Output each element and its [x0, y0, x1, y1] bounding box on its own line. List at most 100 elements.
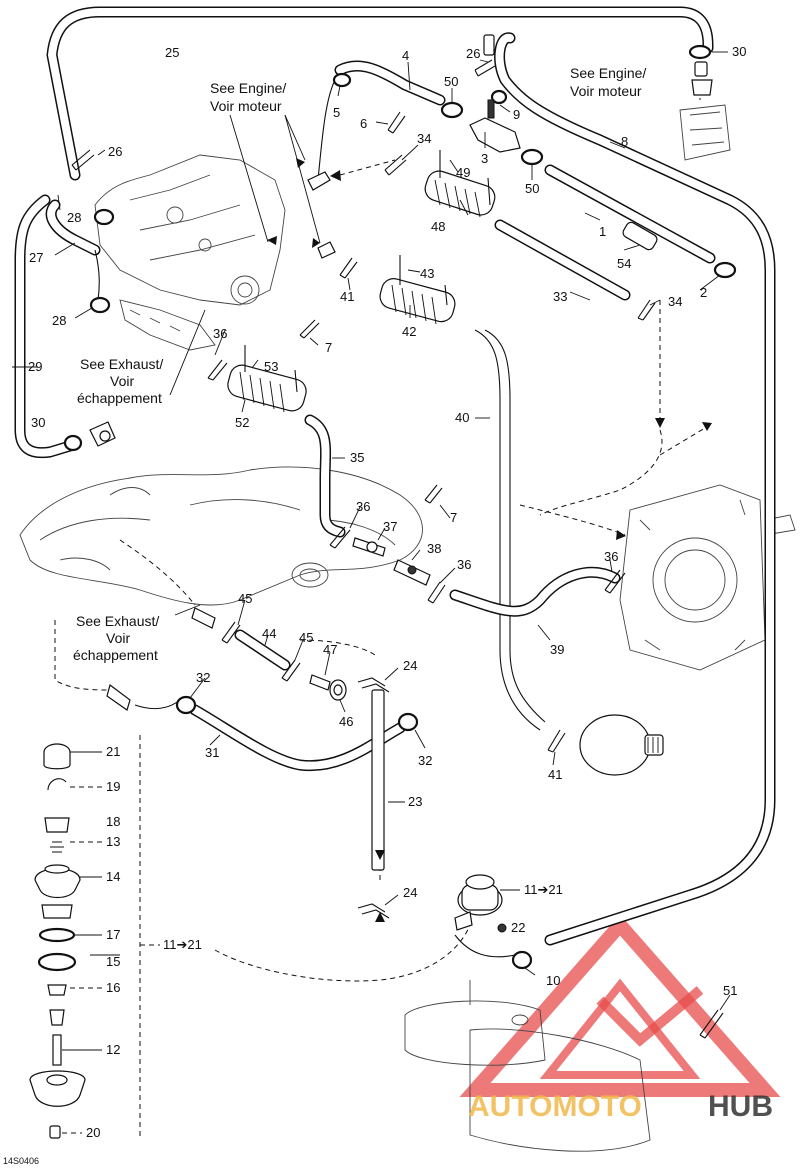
label-part-50: 50	[525, 181, 539, 196]
note-leaders	[169, 114, 321, 616]
fittings	[89, 34, 731, 711]
arrow-pointer-icon	[267, 236, 277, 245]
label-part-39: 39	[550, 642, 564, 657]
label-part-11-21: 11➔21	[524, 882, 563, 897]
label-part-25: 25	[165, 45, 179, 60]
label-part-28: 28	[52, 313, 66, 328]
label-part-8: 8	[621, 134, 628, 149]
clip-6	[387, 111, 406, 134]
clip-26-left	[71, 149, 95, 171]
label-part-24: 24	[403, 658, 417, 673]
part-20	[49, 1125, 61, 1139]
label-part-45: 45	[238, 591, 252, 606]
svg-text:Voir: Voir	[110, 373, 134, 389]
label-part-44: 44	[262, 626, 276, 641]
exhaust-manifold-outline	[19, 466, 423, 606]
arrow-left-icon	[330, 170, 341, 181]
arrow-pointer-icon	[312, 238, 320, 248]
label-part-41: 41	[548, 767, 562, 782]
label-part-13: 13	[106, 834, 120, 849]
clamp-5	[332, 72, 352, 88]
label-part-32: 32	[418, 753, 432, 768]
svg-text:échappement: échappement	[77, 390, 162, 406]
hose-31	[134, 699, 406, 772]
note-see-exhaust-lower: See Exhaust/ Voir échappement	[73, 613, 159, 663]
part-12	[52, 1034, 62, 1066]
clamp-10	[511, 950, 533, 970]
clip-7-mid	[424, 484, 443, 504]
cooler-52	[227, 345, 307, 413]
part-47	[309, 674, 331, 691]
label-part-32: 32	[196, 670, 210, 685]
label-part-30: 30	[732, 44, 746, 59]
clamp-50-top	[440, 101, 464, 119]
part-16	[47, 984, 67, 996]
hose-8	[494, 32, 776, 946]
label-part-50: 50	[444, 74, 458, 89]
clip-34-right	[637, 299, 656, 321]
label-part-12: 12	[106, 1042, 120, 1057]
hose-39	[449, 566, 621, 617]
part-19	[47, 778, 67, 791]
label-part-43: 43	[420, 266, 434, 281]
tee-fitting-3	[469, 117, 521, 153]
hose-27	[45, 199, 101, 301]
label-part-26: 26	[108, 144, 122, 159]
clip-41-top	[339, 257, 358, 279]
svg-text:Voir moteur: Voir moteur	[570, 83, 642, 99]
watermark-text: AUTOMOTO HUB	[468, 1090, 773, 1123]
exhaust-nipple	[106, 683, 131, 711]
flow-lines	[54, 80, 711, 1140]
clamp-32-left	[175, 695, 197, 715]
clamp-30-top	[688, 44, 712, 60]
leaders	[12, 51, 731, 1134]
cooler-48	[424, 150, 496, 218]
label-part-21: 21	[106, 744, 120, 759]
label-part-24: 24	[403, 885, 417, 900]
label-part-49: 49	[456, 165, 470, 180]
label-part-26: 26	[466, 46, 480, 61]
label-part-2: 2	[700, 285, 707, 300]
label-part-41: 41	[340, 289, 354, 304]
label-part-17: 17	[106, 927, 120, 942]
hose-10	[454, 934, 516, 958]
hose-35	[304, 414, 346, 538]
label-part-47: 47	[323, 642, 337, 657]
label-part-15: 15	[106, 954, 120, 969]
hose-1-33	[494, 164, 716, 301]
arrow-down-icon	[655, 418, 665, 428]
label-part-22: 22	[511, 920, 525, 935]
hose-44	[234, 629, 291, 671]
label-part-7: 7	[325, 340, 332, 355]
label-part-48: 48	[431, 219, 445, 234]
svg-text:See Exhaust/: See Exhaust/	[80, 356, 163, 372]
note-see-engine-right: See Engine/ Voir moteur	[570, 65, 646, 99]
svg-text:Voir: Voir	[106, 630, 130, 646]
engine-bracket-outline	[679, 104, 731, 161]
clamp-32-right	[397, 712, 419, 732]
cooler-42	[379, 255, 456, 325]
hose-25-29	[14, 6, 714, 459]
clip-34-top	[384, 154, 407, 176]
clamp-50-bottom	[520, 148, 544, 166]
label-part-34: 34	[668, 294, 682, 309]
engine-block-outline	[94, 154, 286, 351]
hose-40	[474, 329, 546, 731]
label-part-23: 23	[408, 794, 422, 809]
arrow-up-right-icon	[702, 422, 712, 431]
label-part-4: 4	[402, 48, 409, 63]
label-part-30: 30	[31, 415, 45, 430]
pump-housing-outline	[619, 484, 796, 671]
label-part-11-21: 11➔21	[163, 937, 202, 952]
part-labels: 25 4 26 30 50 9 5 6 34 3 8 26 49 50 28 4…	[28, 44, 746, 1140]
clip-36-d	[604, 569, 626, 594]
label-part-9: 9	[513, 107, 520, 122]
fitting-stem	[487, 99, 495, 119]
label-part-19: 19	[106, 779, 120, 794]
label-part-52: 52	[235, 415, 249, 430]
hose-23	[371, 689, 385, 871]
label-part-6: 6	[360, 116, 367, 131]
part-13-spring	[50, 841, 64, 853]
label-part-42: 42	[402, 324, 416, 339]
label-part-14: 14	[106, 869, 120, 884]
